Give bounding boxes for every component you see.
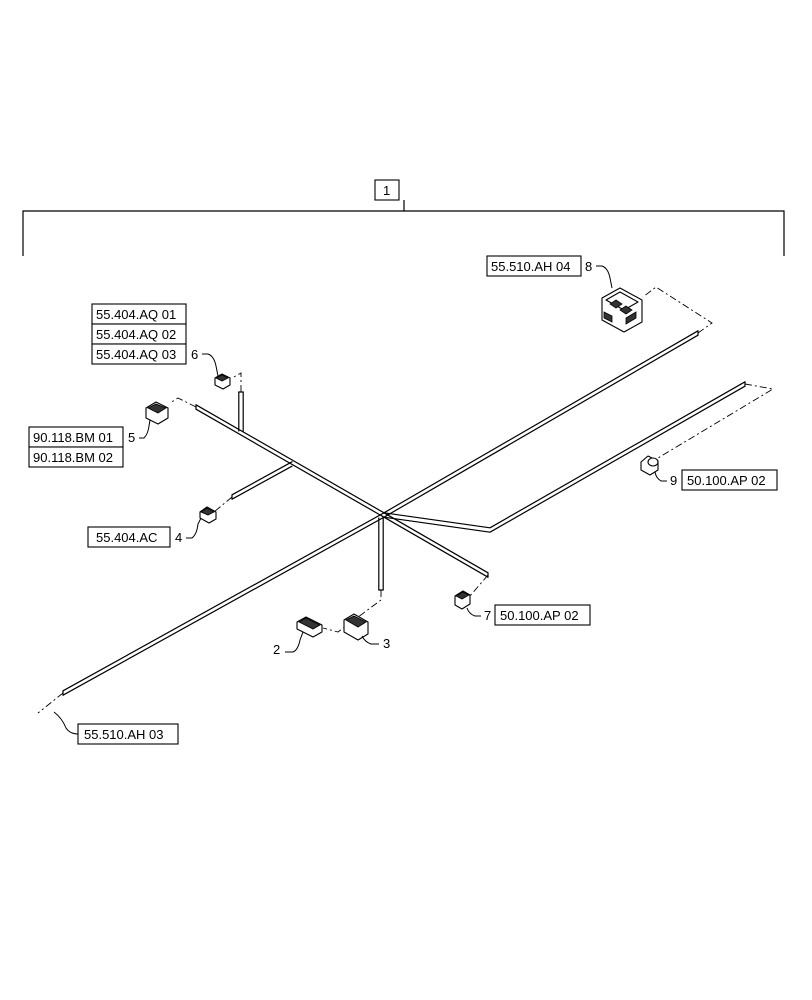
item-2-number: 2 [273, 642, 280, 657]
item-4-number: 4 [175, 530, 182, 545]
item-6-ref-1: 55.404.AQ 01 [96, 307, 176, 322]
item-2-connector [296, 616, 323, 638]
item-4-callout: 55.404.AC 4 [87, 517, 202, 548]
harness-end-ref-box [77, 723, 179, 745]
harness-wires [62, 330, 746, 696]
item-8-number: 8 [585, 259, 592, 274]
item-5-number: 5 [128, 430, 135, 445]
item-6-callout: 55.404.AQ 01 55.404.AQ 02 55.404.AQ 03 6 [91, 303, 219, 377]
item-4-ref-box [87, 526, 171, 548]
item-1-bracket-left [22, 200, 405, 256]
harness-end-callout: 55.510.AH 03 [53, 711, 179, 745]
branch-item-6 [238, 391, 244, 432]
item-7-ref-box [494, 604, 591, 626]
item-5-ref-1: 90.118.BM 01 [33, 430, 113, 445]
item-9-number: 9 [670, 473, 677, 488]
item-9-callout: 9 50.100.AP 02 [654, 469, 778, 491]
item-1-callout: 1 [22, 179, 785, 256]
item-8-callout: 55.510.AH 04 8 [486, 255, 613, 289]
item-5-ref-box-2 [28, 446, 124, 468]
item-6-ref-box-3 [91, 343, 187, 365]
item-6-number: 6 [191, 347, 198, 362]
item-8-ref-box [486, 255, 582, 277]
item-2-callout: 2 [273, 631, 304, 657]
item-9-connector [640, 455, 659, 476]
item-6-ref-2: 55.404.AQ 02 [96, 327, 176, 342]
item-5-ref-2: 90.118.BM 02 [33, 450, 113, 465]
item-4-ref: 55.404.AC [96, 530, 157, 545]
item-7-callout: 7 50.100.AP 02 [466, 604, 591, 626]
item-6-connector [214, 373, 231, 390]
item-9-ref: 50.100.AP 02 [687, 473, 766, 488]
branch-item-7 [383, 512, 489, 578]
branch-item-4 [231, 461, 293, 500]
item-5-callout: 90.118.BM 01 90.118.BM 02 5 [28, 419, 151, 468]
item-8-ref: 55.510.AH 04 [491, 259, 571, 274]
item-5-connector [145, 401, 169, 425]
item-7-ref: 50.100.AP 02 [500, 608, 579, 623]
branch-upper-left [195, 404, 385, 518]
item-6-ref-3: 55.404.AQ 03 [96, 347, 176, 362]
item-3-connector [343, 613, 369, 641]
connection-dashes [37, 286, 775, 714]
item-3-number: 3 [383, 636, 390, 651]
item-3-callout: 3 [361, 635, 390, 651]
item-1-bracket-right [404, 210, 785, 256]
branch-item-3 [378, 517, 384, 591]
main-trunk [62, 330, 699, 696]
item-1-number: 1 [383, 183, 390, 198]
branch-item-9 [383, 381, 746, 533]
harness-end-ref: 55.510.AH 03 [84, 727, 164, 742]
item-7-connector [454, 590, 471, 610]
item-1-box [374, 179, 400, 201]
item-7-number: 7 [484, 608, 491, 623]
item-9-ref-box [681, 469, 778, 491]
item-8-connector [601, 287, 643, 333]
item-4-connector [199, 506, 217, 524]
